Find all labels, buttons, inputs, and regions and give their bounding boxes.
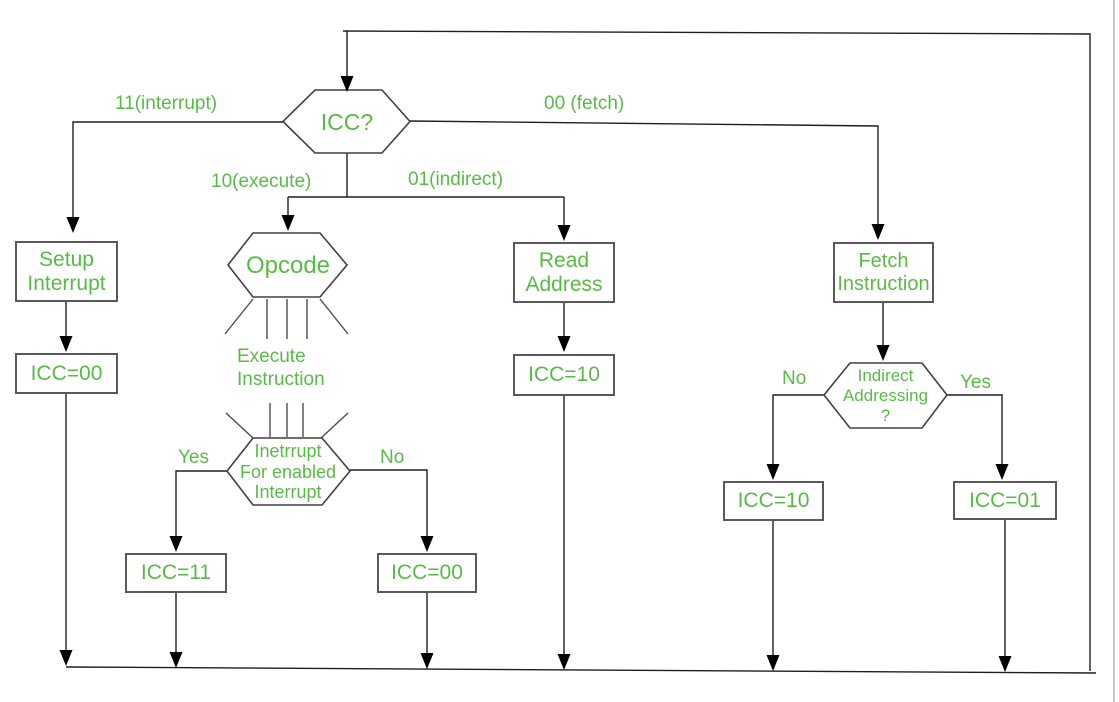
no-label-indirect-check: No <box>782 368 807 389</box>
icc01-box[interactable]: ICC=01 <box>953 481 1057 520</box>
branch-label-interrupt: 11(interrupt) <box>115 93 218 114</box>
branch-label-fetch: 00 (fetch) <box>544 93 625 114</box>
interrupt-check-hexagon[interactable] <box>225 437 352 506</box>
bottom-collector-line <box>65 666 1097 674</box>
fetch-instruction-box[interactable]: Fetch Instruction <box>833 242 934 303</box>
no-label-interrupt-check: No <box>380 447 405 468</box>
opcode-decision-hexagon[interactable] <box>226 232 349 298</box>
icc-decision-hexagon[interactable] <box>281 89 412 154</box>
opcode-fanout-lines <box>224 298 349 439</box>
yes-label-interrupt-check: Yes <box>178 447 209 468</box>
page-edge-border <box>1113 0 1115 702</box>
return-loop-line <box>342 30 1091 671</box>
indirect-check-hexagon[interactable] <box>822 362 949 429</box>
arrowheads <box>59 76 1012 672</box>
read-address-box[interactable]: Read Address <box>513 242 615 303</box>
icc11-box[interactable]: ICC=11 <box>125 553 227 593</box>
icc10-right-box[interactable]: ICC=10 <box>723 481 824 521</box>
yes-label-indirect-check: Yes <box>960 372 991 393</box>
icc00-middle-box[interactable]: ICC=00 <box>377 553 477 593</box>
branch-label-execute: 10(execute) <box>211 171 312 192</box>
icc10-middle-box[interactable]: ICC=10 <box>513 354 615 396</box>
execute-instruction-caption: Execute Instruction <box>237 346 325 391</box>
icc00-left-box[interactable]: ICC=00 <box>15 353 118 394</box>
setup-interrupt-box[interactable]: Setup Interrupt <box>15 241 118 302</box>
branch-label-indirect: 01(indirect) <box>408 169 504 190</box>
